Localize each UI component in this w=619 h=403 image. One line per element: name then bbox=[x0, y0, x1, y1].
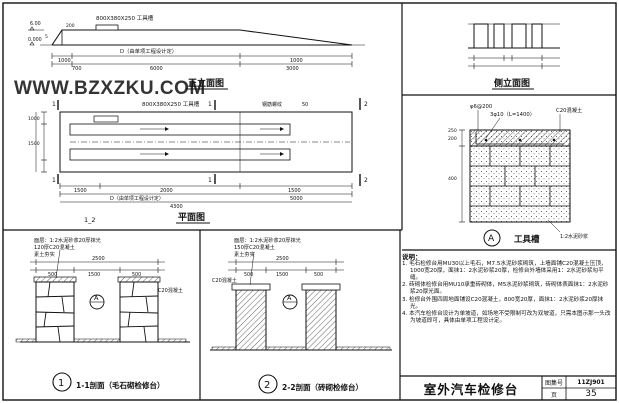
atlas-label: 图集号 bbox=[544, 379, 563, 387]
side-view-title: 侧立面图 bbox=[494, 77, 530, 89]
sheet-title: 室外汽车检修台 bbox=[423, 381, 519, 397]
detail-a-title: 工具槽 bbox=[514, 234, 540, 245]
plan-dim-1: 1500 bbox=[74, 188, 87, 194]
plan-pipe-label: 50 bbox=[302, 102, 308, 108]
detail-a bbox=[459, 110, 571, 247]
note-item: 3. 检修台外围四周地面铺设C20混凝土，800宽20厚，面抹1：2水泥砂浆20… bbox=[402, 296, 604, 310]
sec1-title: 1-1剖面（毛石砌检修台） bbox=[76, 380, 165, 390]
front-dim-5: 700 bbox=[72, 66, 82, 72]
note-item: 1. 毛石检修台用MU30以上毛石，M7.5水泥砂浆砌筑，上墙面铺C20混凝土压… bbox=[402, 261, 607, 282]
sec1-note-2: 120厚C20混凝土 bbox=[34, 243, 75, 251]
plan-mark-1b: 1 bbox=[52, 177, 56, 184]
detail-a-rebar: φ6@200 bbox=[470, 104, 493, 110]
sec1-label: C20混凝土 bbox=[158, 287, 183, 294]
sec2-note-1: 面层：1:2水泥砂浆20厚抹光 bbox=[234, 236, 301, 244]
sec2-note-2: 150厚C20混凝土 bbox=[234, 243, 275, 251]
page-number: 35 bbox=[585, 389, 597, 399]
sec2-note-3: 素土夯实 bbox=[234, 250, 255, 258]
plan-view bbox=[35, 98, 361, 203]
front-elev-1: 6.00 bbox=[30, 21, 41, 27]
sec1-dim-3: 1500 bbox=[88, 272, 100, 278]
sec2-mark: A bbox=[287, 294, 292, 302]
sec1-dim-2: 500 bbox=[48, 272, 57, 278]
plan-view-title: 平面图 bbox=[178, 212, 205, 223]
plan-stud-label: 钢筋螺纹 bbox=[262, 101, 282, 108]
detail-a-rebar2: 3φ10（L=1400） bbox=[490, 111, 535, 118]
detail-a-mortar: 1:2水泥砂浆 bbox=[560, 233, 588, 240]
atlas-number: 11ZJ901 bbox=[577, 378, 605, 386]
plan-dim-5: D（由单项工程设计定） bbox=[110, 195, 164, 202]
plan-mark-1c: 1 bbox=[208, 101, 212, 108]
plan-mark-1a: 1 bbox=[52, 101, 56, 108]
sec2-title: 2-2剖面（砖砌检修台） bbox=[282, 382, 363, 392]
front-elev-3: 200 bbox=[66, 23, 75, 29]
plan-beam-label: 800X380X250 工具槽 bbox=[142, 100, 200, 108]
detail-a-dim-2: 200 bbox=[448, 136, 457, 142]
plan-mark-2a: 2 bbox=[364, 101, 368, 108]
plan-dim-7: 1500 bbox=[28, 141, 40, 147]
plan-dim-6: 1000 bbox=[28, 116, 40, 122]
plan-mark-1d: 1 bbox=[208, 177, 212, 184]
detail-a-dim-3: 250 bbox=[448, 128, 457, 134]
plan-mark-2b: 2 bbox=[364, 177, 368, 184]
sec2-dim-2: 500 bbox=[244, 272, 253, 278]
front-dim-4: 3000 bbox=[286, 66, 299, 72]
notes-block: 说明： 1. 毛石检修台用MU30以上毛石，M7.5水泥砂浆砌筑，上墙面铺C20… bbox=[402, 253, 612, 325]
detail-a-circle-label: A bbox=[488, 234, 495, 244]
sec2-dim-1: 2500 bbox=[276, 256, 289, 262]
detail-a-concrete: C20混凝土 bbox=[556, 106, 583, 114]
sec2-label: C20混凝土 bbox=[212, 277, 237, 284]
section-2-2 bbox=[210, 251, 392, 394]
sec1-dim-4: 500 bbox=[132, 272, 141, 278]
front-dim-2: 6000 bbox=[150, 66, 163, 72]
page-label: 页 bbox=[550, 391, 557, 399]
plan-dim-3: 1500 bbox=[288, 188, 301, 194]
plan-cut-label: 1_2 bbox=[84, 216, 96, 224]
front-dim-1: 1000 bbox=[58, 58, 71, 64]
sec1-mark: A bbox=[94, 294, 99, 302]
plan-dim-4: 5000 bbox=[290, 196, 303, 202]
side-elevation bbox=[468, 23, 560, 69]
section-1-1 bbox=[15, 249, 190, 392]
front-elev-4: 5 bbox=[45, 34, 48, 40]
title-block bbox=[400, 375, 616, 400]
front-bottom-label: D（由单项工程设计定） bbox=[120, 47, 177, 55]
plan-dim-8: 4300 bbox=[170, 204, 183, 210]
front-view-title: 正立面图 bbox=[188, 77, 224, 89]
watermark: WWW.BZXZKU.COM bbox=[14, 78, 206, 99]
front-beam-label: 800X380X250 工具槽 bbox=[96, 14, 154, 22]
front-elev-2: 0.000 bbox=[28, 37, 42, 43]
note-item: 4. 本汽车检修台设计为单坡道，如场地不受限制可改为双坡道，只需本图示那一头改为… bbox=[402, 310, 611, 324]
sec2-dim-4: 500 bbox=[314, 272, 323, 278]
sec1-circle-num: 1 bbox=[58, 378, 64, 389]
front-elevation bbox=[28, 24, 365, 67]
sec1-note-3: 素土夯实 bbox=[34, 250, 55, 258]
plan-dim-2: 2000 bbox=[160, 188, 173, 194]
sec2-dim-3: 1500 bbox=[276, 272, 288, 278]
sec1-dim-1: 2500 bbox=[92, 256, 105, 262]
note-item: 2. 砖砌体检修台用MU10承重砖砌体，M5水泥砂浆砌筑，砖砌体表面抹1：2水泥… bbox=[402, 282, 609, 296]
front-dim-3: 1000 bbox=[290, 58, 303, 64]
notes-title: 说明： bbox=[402, 253, 422, 261]
sec1-note-1: 面层：1:2水泥砂浆20厚抹光 bbox=[34, 236, 101, 244]
detail-a-dim-1: 400 bbox=[448, 176, 457, 182]
sec2-circle-num: 2 bbox=[264, 380, 270, 391]
